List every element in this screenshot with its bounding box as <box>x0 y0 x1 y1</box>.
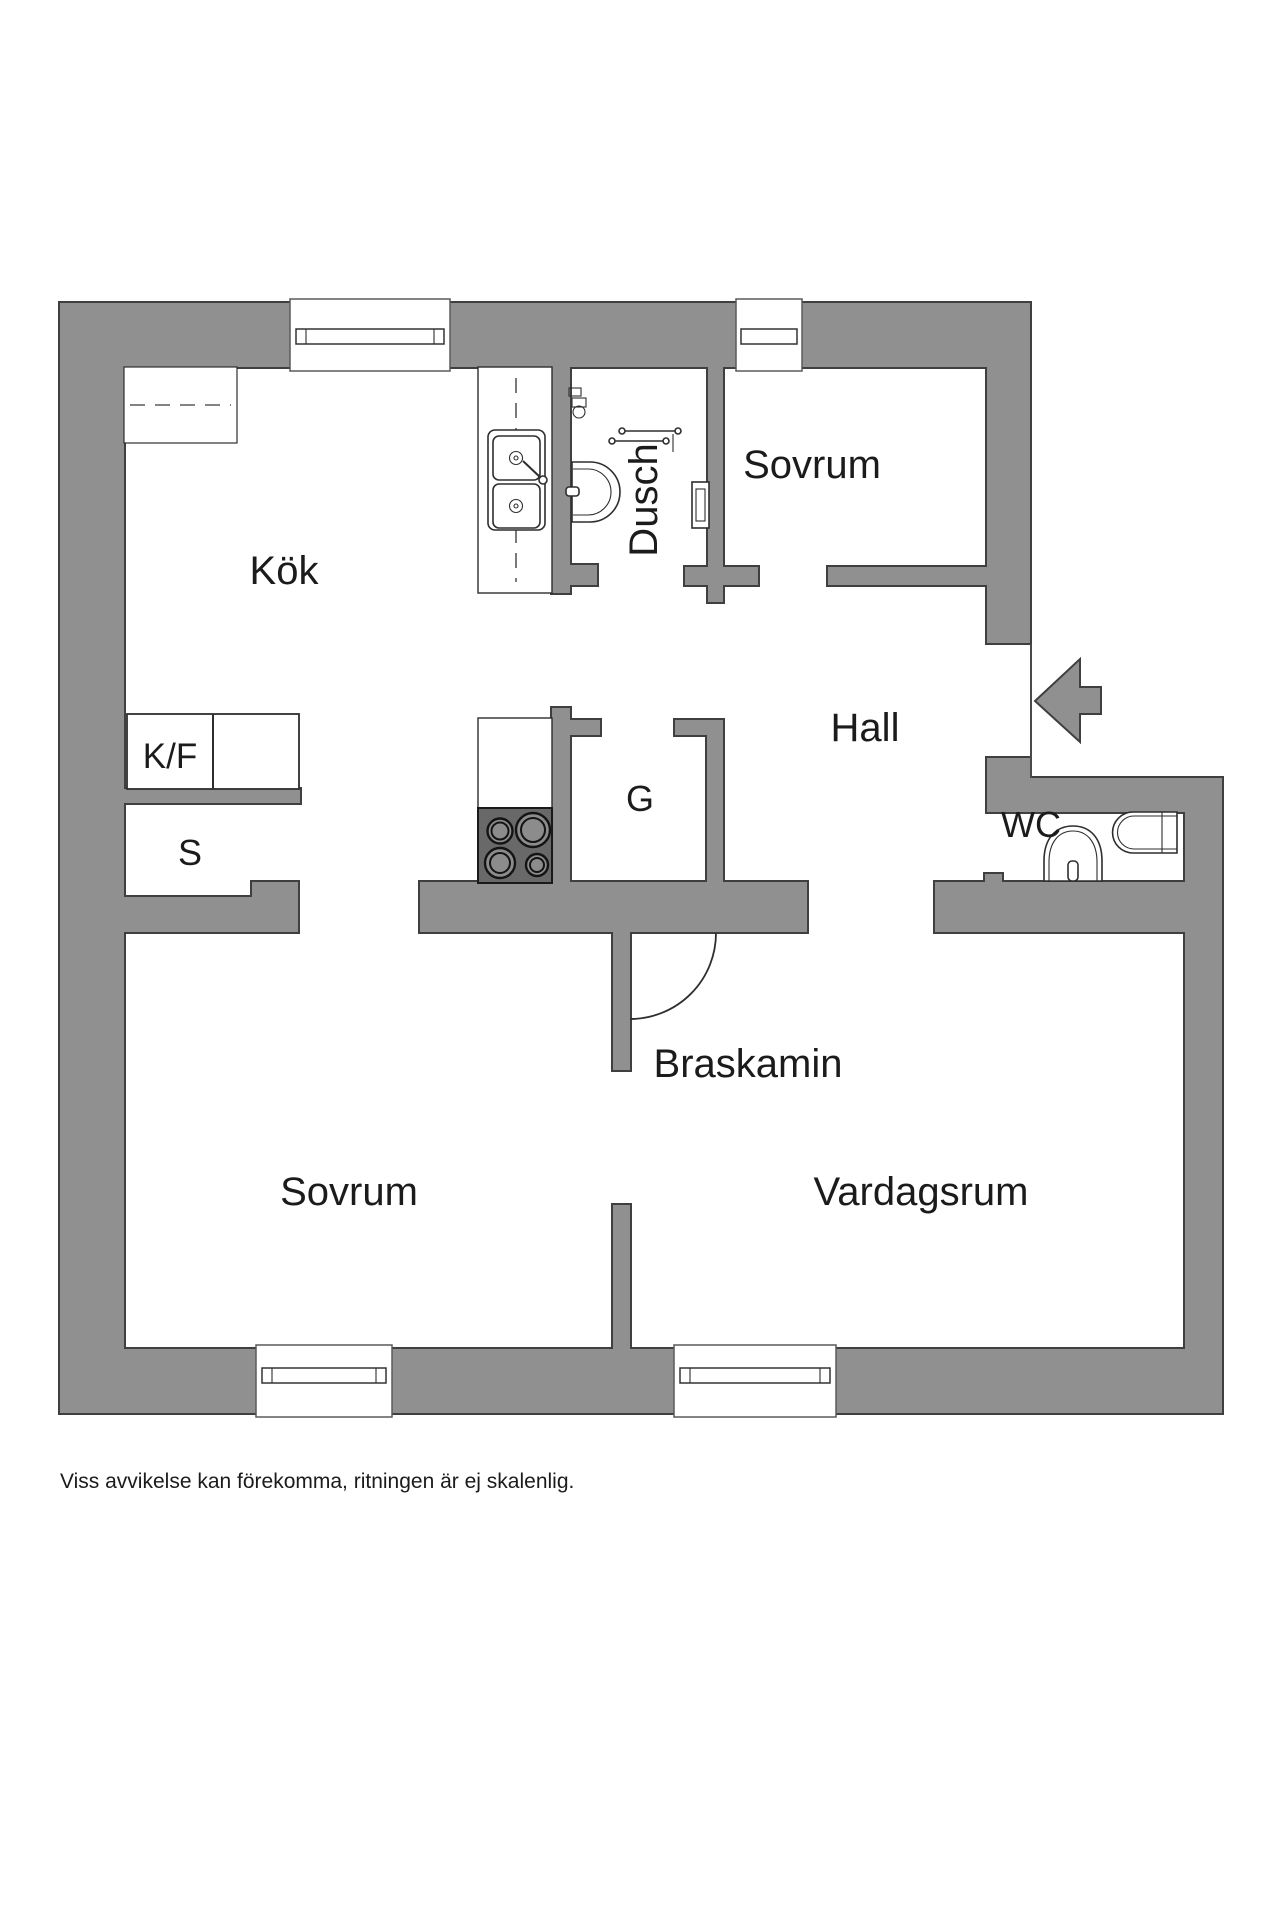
label-closet-g: G <box>626 778 654 819</box>
label-bedroom-top: Sovrum <box>743 443 881 487</box>
window-top-bedroom <box>735 298 803 372</box>
kitchen-upper-cabinet <box>123 366 238 444</box>
toilet <box>1043 825 1103 882</box>
window-bottom-livingroom <box>673 1344 837 1418</box>
fireplace-arc <box>629 932 717 1020</box>
label-fridge-freezer: K/F <box>143 737 197 776</box>
shower-rails <box>608 427 682 452</box>
radiator <box>691 481 710 529</box>
label-kitchen: Kök <box>250 549 320 593</box>
shower-washbasin <box>565 461 621 523</box>
stove-counter <box>477 717 553 809</box>
entry-arrow-icon <box>1033 656 1102 745</box>
shower-mixer <box>568 387 587 419</box>
label-wc: WC <box>1001 804 1061 845</box>
label-closet-s: S <box>178 832 202 873</box>
disclaimer-text: Viss avvikelse kan förekomma, ritningen … <box>60 1470 574 1493</box>
label-hall: Hall <box>831 706 900 750</box>
label-bedroom-bottom: Sovrum <box>280 1170 418 1214</box>
label-fireplace: Braskamin <box>654 1042 843 1086</box>
fridge-freezer-cabinet <box>126 713 300 790</box>
label-shower: Dusch <box>622 443 666 556</box>
window-top-kitchen <box>289 298 451 372</box>
window-bottom-bedroom <box>255 1344 393 1418</box>
stove <box>477 807 553 884</box>
kitchen-sink <box>487 429 548 531</box>
wc-washbasin <box>1111 811 1178 854</box>
label-livingroom: Vardagsrum <box>814 1170 1029 1214</box>
